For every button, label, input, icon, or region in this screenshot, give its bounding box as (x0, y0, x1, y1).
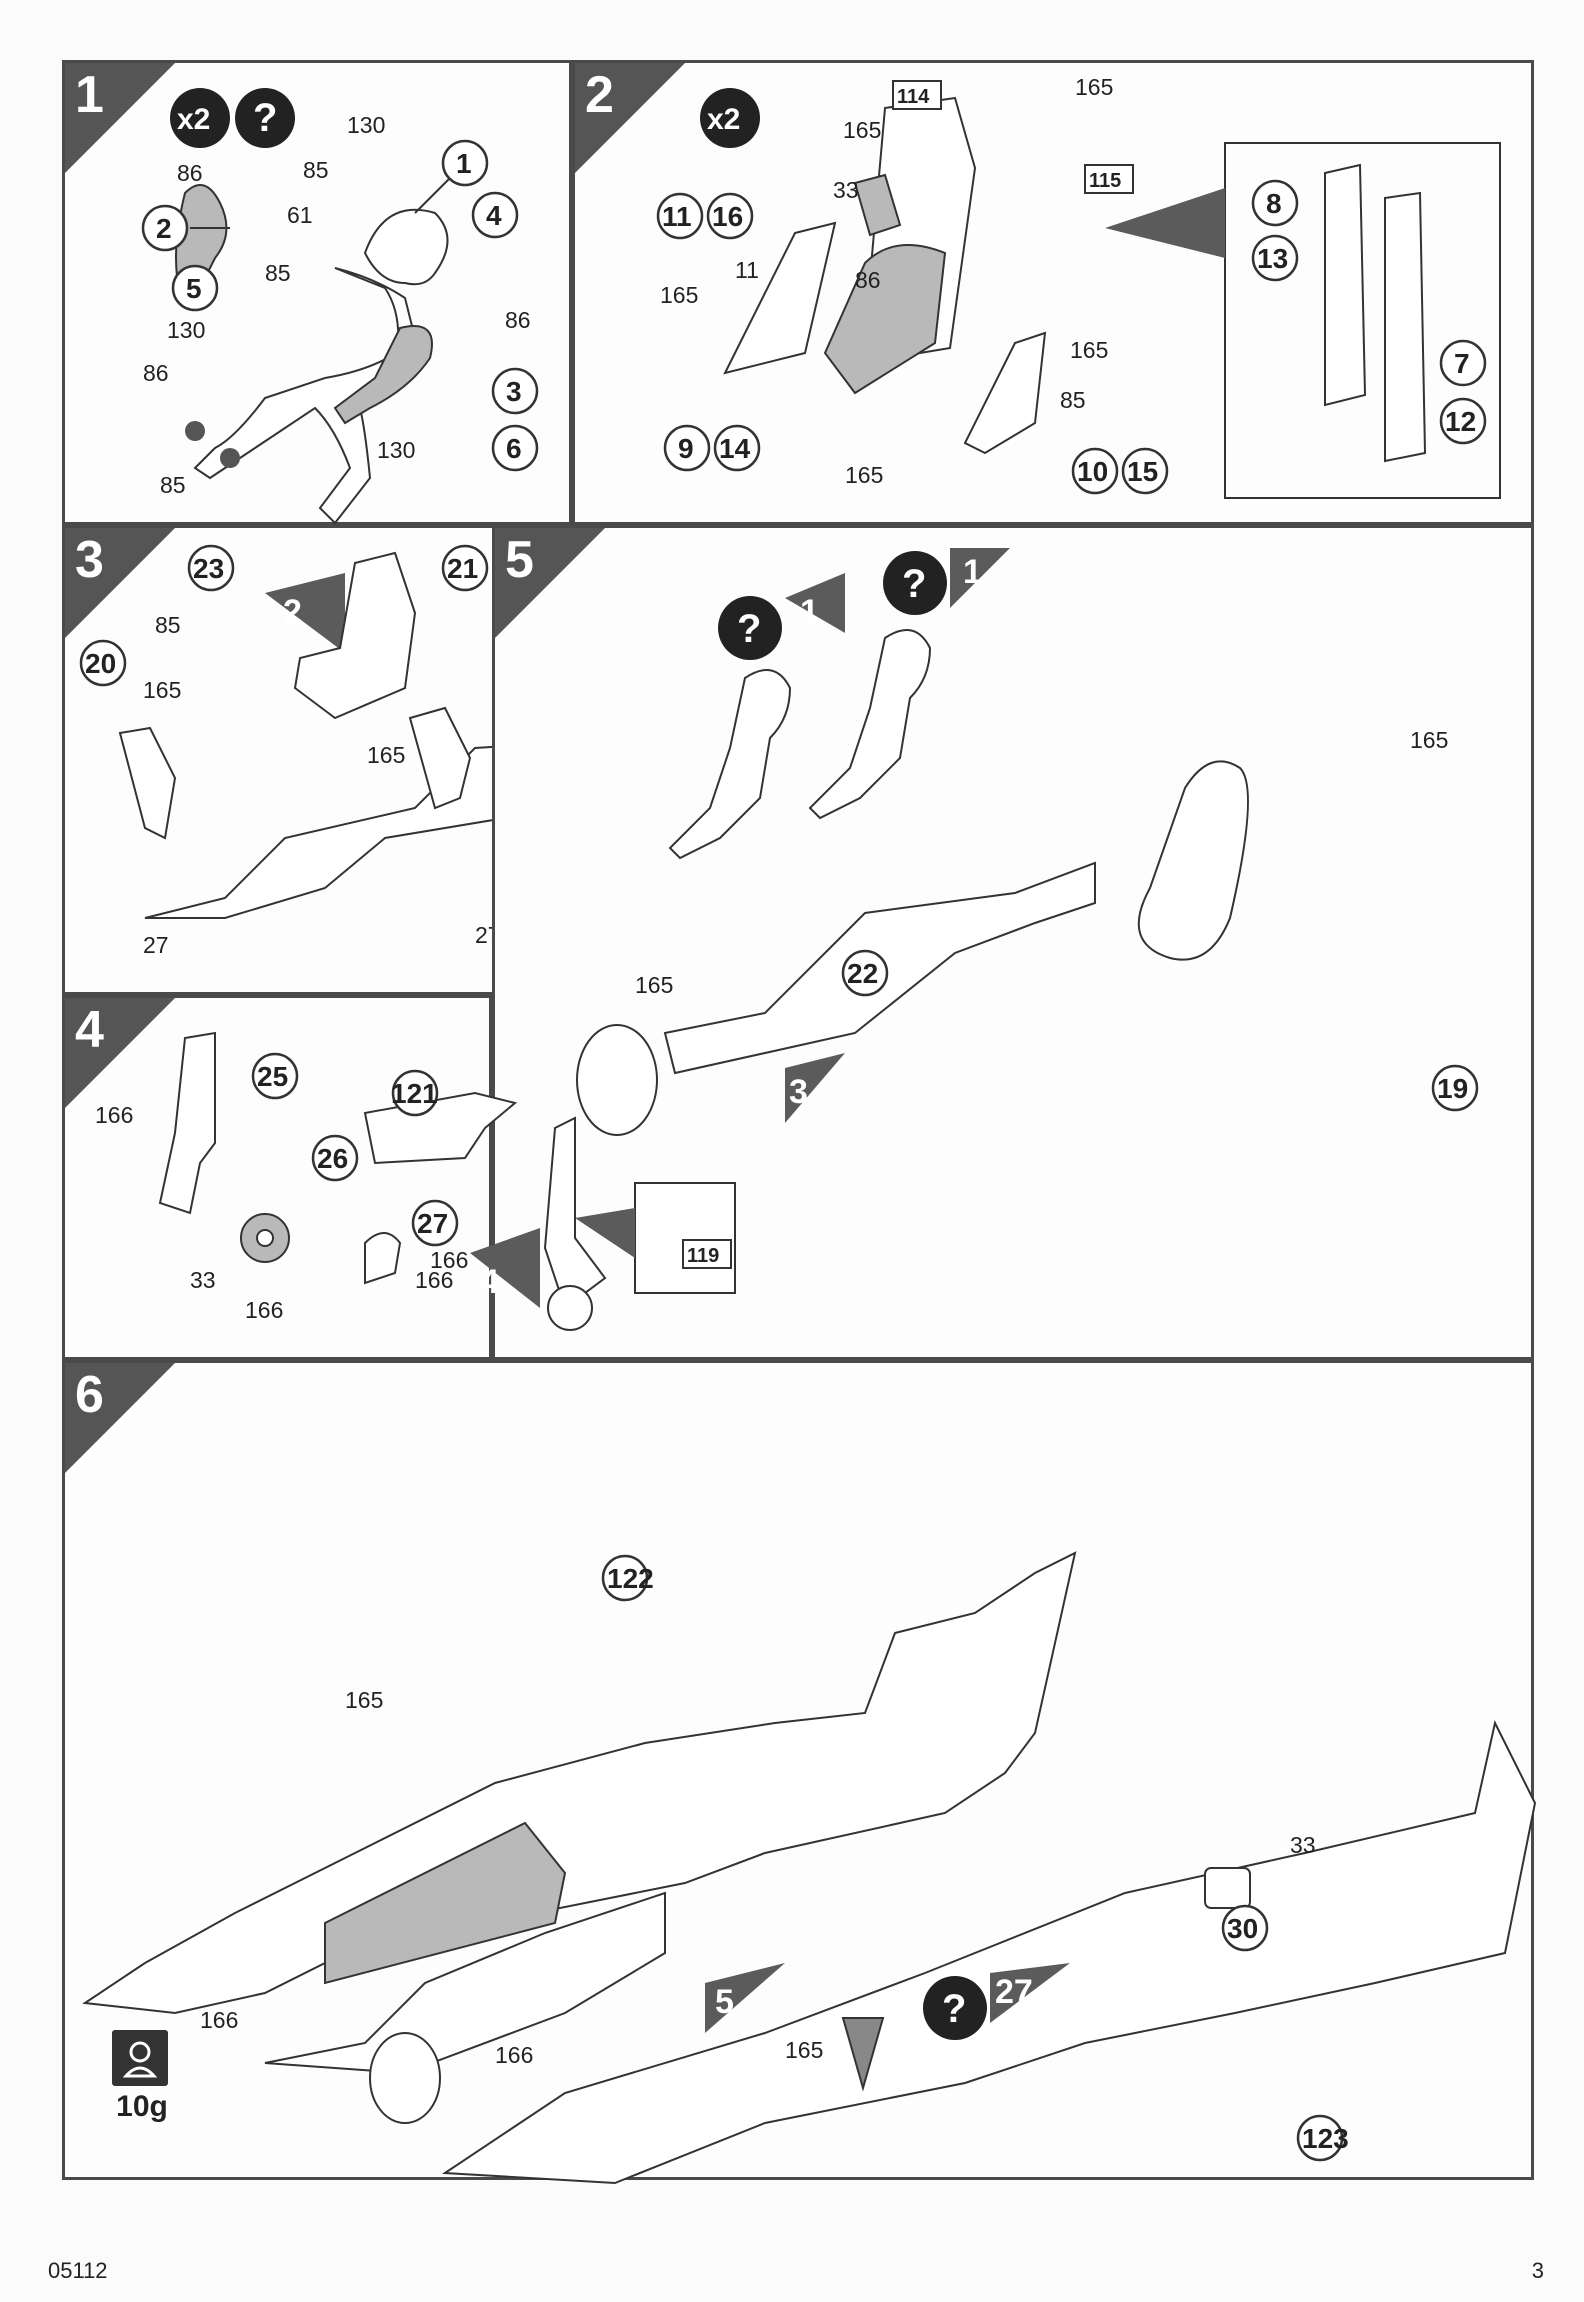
svg-text:165: 165 (635, 972, 673, 998)
callout: 2 (156, 213, 172, 244)
nose-weight-icon (112, 2030, 168, 2086)
step-5-panel: 5 ? 1 ? 1 3 4 119 165 165 166 22 121 19 (363, 525, 1534, 1360)
svg-text:165: 165 (660, 282, 698, 308)
svg-text:11: 11 (735, 257, 759, 283)
svg-text:165: 165 (143, 677, 181, 703)
svg-text:15: 15 (1127, 456, 1158, 487)
svg-text:86: 86 (143, 360, 169, 386)
svg-text:85: 85 (160, 472, 186, 498)
svg-text:8: 8 (1266, 188, 1282, 219)
svg-text:13: 13 (1257, 243, 1288, 274)
svg-text:4: 4 (480, 1263, 499, 1301)
svg-text:165: 165 (1070, 337, 1108, 363)
svg-text:86: 86 (855, 267, 881, 293)
svg-text:85: 85 (303, 157, 329, 183)
svg-text:10: 10 (1077, 456, 1108, 487)
svg-text:86: 86 (177, 160, 203, 186)
svg-text:1: 1 (963, 553, 982, 591)
svg-text:130: 130 (167, 317, 205, 343)
callout: 5 (186, 273, 202, 304)
svg-text:130: 130 (347, 112, 385, 138)
svg-text:121: 121 (391, 1078, 438, 1109)
step-6-drawing: 5 ? 27 165 166 165 166 33 122 30 123 (82, 1551, 1537, 2185)
x2-badge: x2 (177, 103, 210, 136)
svg-text:x2: x2 (707, 103, 740, 136)
svg-text:86: 86 (505, 307, 531, 333)
svg-text:33: 33 (1290, 1832, 1316, 1858)
svg-text:23: 23 (193, 553, 224, 584)
callout: 1 (456, 148, 472, 179)
step-2-drawing: x2 165 165 33 11 165 86 165 85 165 114 1… (656, 74, 1501, 499)
svg-text:?: ? (737, 607, 761, 651)
step-5-drawing: ? 1 ? 1 3 4 119 165 165 166 22 121 19 (363, 548, 1479, 1331)
catalog-code: 05112 (48, 2258, 108, 2283)
svg-text:166: 166 (430, 1247, 468, 1273)
svg-text:85: 85 (155, 612, 181, 638)
svg-text:130: 130 (377, 437, 415, 463)
svg-text:11: 11 (662, 201, 692, 232)
svg-text:114: 114 (897, 86, 930, 108)
svg-text:7: 7 (1454, 348, 1470, 379)
callout: 6 (506, 433, 522, 464)
svg-text:27: 27 (417, 1208, 448, 1239)
svg-text:33: 33 (190, 1267, 216, 1293)
step-1-panel: 1 x2 ? 130 85 86 61 85 130 86 86 130 85 … (62, 60, 572, 525)
svg-text:61: 61 (287, 202, 313, 228)
svg-text:123: 123 (1302, 2123, 1349, 2154)
svg-text:26: 26 (317, 1143, 348, 1174)
svg-text:165: 165 (1075, 74, 1113, 100)
step-4-drawing: 166 33 166 166 25 26 27 (95, 1031, 459, 1323)
svg-text:85: 85 (265, 260, 291, 286)
step-2-panel: 2 x2 165 165 33 11 165 86 165 85 165 114… (572, 60, 1534, 525)
svg-text:165: 165 (1410, 727, 1448, 753)
nose-weight-label: 10g (116, 2090, 168, 2123)
svg-text:?: ? (253, 96, 277, 140)
svg-text:165: 165 (785, 2037, 823, 2063)
step-1-drawing: x2 ? 130 85 86 61 85 130 86 86 130 85 1 … (141, 88, 539, 525)
svg-text:25: 25 (257, 1061, 288, 1092)
svg-text:2: 2 (283, 593, 302, 631)
svg-text:166: 166 (415, 1267, 453, 1293)
callout: 4 (486, 200, 502, 231)
svg-text:122: 122 (607, 1563, 654, 1594)
svg-text:27: 27 (143, 932, 169, 958)
svg-text:?: ? (942, 1987, 966, 2031)
svg-text:3: 3 (789, 1073, 808, 1111)
page-number: 3 (1531, 2258, 1544, 2283)
svg-text:1: 1 (800, 593, 819, 631)
svg-text:14: 14 (719, 433, 751, 464)
svg-text:9: 9 (678, 433, 694, 464)
svg-text:165: 165 (845, 462, 883, 488)
svg-text:165: 165 (843, 117, 881, 143)
svg-text:85: 85 (1060, 387, 1086, 413)
svg-text:119: 119 (687, 1245, 719, 1267)
svg-text:166: 166 (495, 2042, 533, 2068)
svg-text:22: 22 (847, 958, 878, 989)
step-6-panel: 6 5 ? 27 165 166 165 166 33 122 30 123 (62, 1360, 1537, 2185)
callout: 3 (506, 376, 522, 407)
svg-text:115: 115 (1089, 170, 1121, 192)
svg-text:166: 166 (200, 2007, 238, 2033)
svg-text:20: 20 (85, 648, 116, 679)
svg-text:165: 165 (367, 742, 405, 768)
svg-text:5: 5 (715, 1983, 734, 2021)
svg-text:166: 166 (245, 1297, 283, 1323)
svg-text:?: ? (902, 562, 926, 606)
svg-text:27: 27 (995, 1973, 1033, 2011)
svg-text:33: 33 (833, 177, 859, 203)
svg-text:30: 30 (1227, 1913, 1258, 1944)
svg-text:21: 21 (447, 553, 478, 584)
svg-text:165: 165 (345, 1687, 383, 1713)
svg-text:16: 16 (712, 201, 743, 232)
svg-text:19: 19 (1437, 1073, 1468, 1104)
step-4-panel: 4 166 33 166 166 25 26 27 (62, 995, 492, 1360)
svg-text:166: 166 (95, 1102, 133, 1128)
svg-text:12: 12 (1445, 406, 1476, 437)
